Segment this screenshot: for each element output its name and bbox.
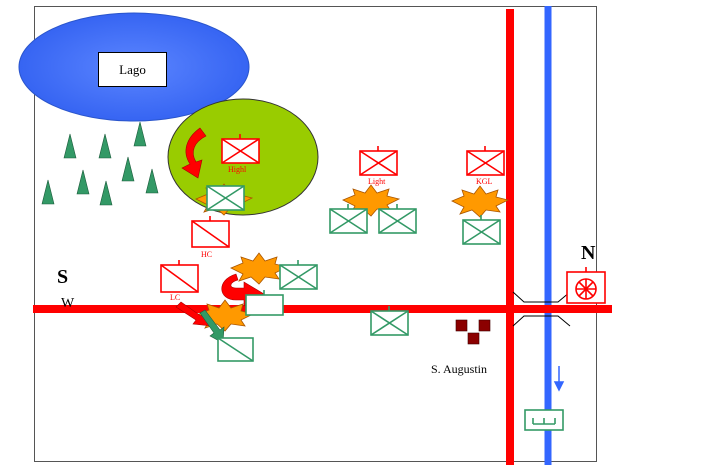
unit-label-light: Light	[368, 177, 386, 186]
red-unit-artillery	[566, 267, 606, 304]
lake-label: Lago	[98, 52, 167, 87]
green-unit	[329, 204, 368, 234]
red-unit-light	[359, 146, 398, 176]
trees	[41, 121, 159, 206]
green-unit-supply	[524, 409, 564, 431]
compass-west: W	[61, 296, 75, 311]
red-unit-highl	[221, 134, 260, 164]
red-unit-kgl	[466, 146, 505, 176]
town-blocks	[455, 319, 491, 345]
green-unit	[217, 337, 254, 362]
red-unit-hc	[191, 216, 230, 248]
unit-label-kgl: KGL	[476, 177, 493, 186]
unit-label-highl: Highl	[228, 165, 247, 174]
green-unit	[462, 215, 501, 245]
down-arrow-icon	[553, 366, 565, 392]
unit-label-hc: HC	[201, 250, 213, 259]
red-unit-lc	[160, 260, 199, 293]
unit-label-lc: LC	[170, 293, 181, 302]
green-units	[206, 185, 564, 431]
green-unit	[245, 290, 284, 316]
green-unit	[370, 306, 409, 336]
green-unit	[378, 204, 417, 234]
red-arrow-curved	[181, 127, 207, 179]
town-label: S. Augustin	[431, 362, 488, 376]
green-unit	[279, 260, 318, 290]
green-unit	[206, 185, 245, 211]
green-arrow	[199, 309, 225, 344]
compass-south: S	[57, 266, 69, 288]
compass-north: N	[581, 242, 596, 264]
red-units	[160, 134, 606, 304]
bridge	[512, 291, 571, 327]
explosion	[451, 185, 510, 218]
